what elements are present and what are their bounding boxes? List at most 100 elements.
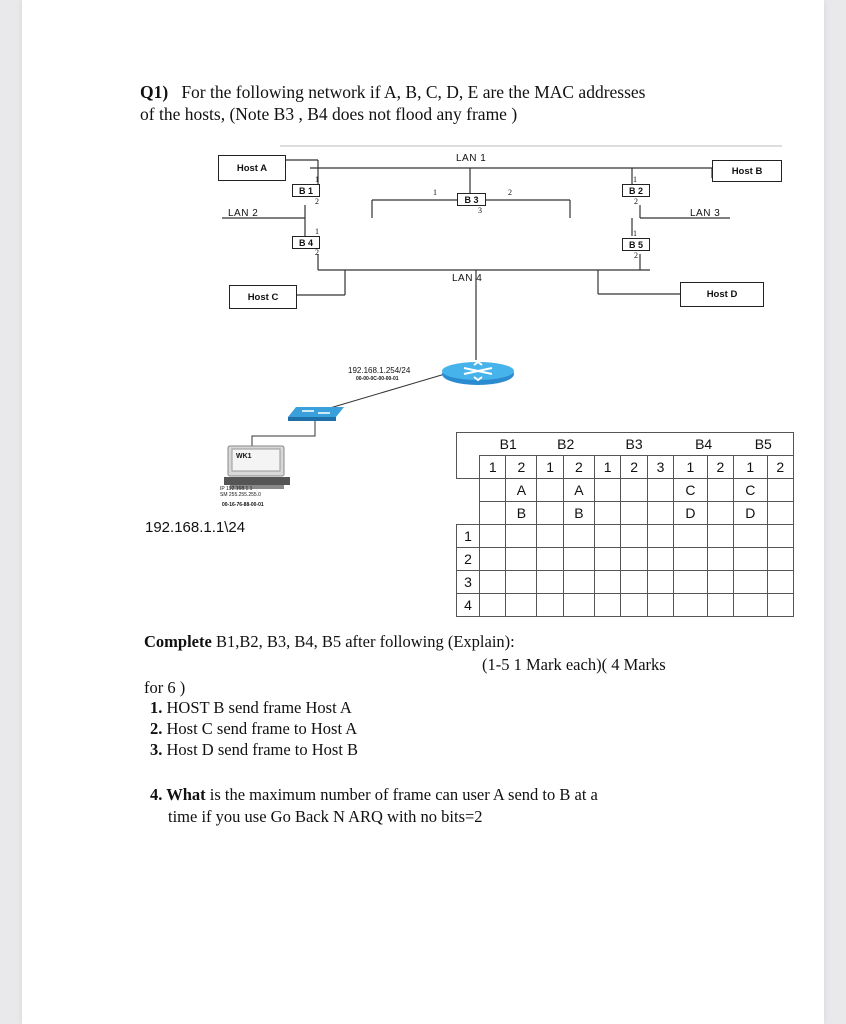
table-cell [536,593,564,617]
b2-port-1: 1 [633,175,637,184]
bridge-b4-label: B 4 [298,237,313,248]
table-cell: 1 [733,455,768,479]
table-cell [478,524,507,548]
table-cell [620,478,648,502]
table-cell [766,593,794,617]
table-cell [766,547,794,571]
table-cell [673,524,708,548]
table-cell [646,547,675,571]
marks-note: (1-5 1 Mark each)( 4 Marks [482,655,666,674]
table-cell: 2 [505,455,538,479]
table-cell [562,547,595,571]
question-4-line-2: time if you use Go Back N ARQ with no bi… [168,807,483,826]
bridge-b5-label: B 5 [628,239,643,250]
table-cell: B [562,501,595,525]
table-cell [562,524,595,548]
table-row-step-3: 3 [456,570,794,594]
table-cell [620,570,648,594]
table-cell [593,547,622,571]
lan-2-label: LAN 2 [228,208,259,219]
table-cell [478,478,507,502]
table-cell [505,524,538,548]
table-cell [733,570,768,594]
bridge-b2-label: B 2 [628,185,643,196]
table-cell [733,593,768,617]
table-cell [478,593,507,617]
instruction-item-2: 2. Host C send frame to Host A [150,718,357,739]
bridge-b2: B 2 [622,184,650,197]
host-b-box: Host B [712,160,782,182]
instruction-item-3: 3. Host D send frame to Host B [150,739,358,760]
table-cell [646,478,675,502]
table-cell [620,501,648,525]
table-cell: 1 [593,455,622,479]
table-cell: 1 [673,455,708,479]
host-d-label: Host D [706,289,738,300]
item-3-number: 3. [150,740,163,759]
question-number: Q1) [140,82,169,102]
step-label: 1 [456,524,480,548]
table-header-b5: B5 [733,432,794,456]
table-cell [456,478,480,502]
table-cell [620,524,648,548]
question-header: Q1) For the following network if A, B, C… [140,82,646,103]
table-cell [562,593,595,617]
table-cell [593,524,622,548]
table-header-b2: B2 [536,432,595,456]
table-cell: 2 [620,455,648,479]
host-d-box: Host D [680,282,764,307]
instruction-item-1: 1. HOST B send frame Host A [150,697,352,718]
forwarding-table: B1 B2 B3 B4 B5 1 2 1 2 1 2 3 1 2 1 2 A A… [456,432,794,617]
item-1-number: 1. [150,698,163,717]
table-cell [766,570,794,594]
complete-instruction: Complete B1,B2, B3, B4, B5 after followi… [144,631,515,652]
b4-port-1: 1 [315,227,319,236]
table-cell [505,547,538,571]
workstation-mask: SM 255.255.255.0 [220,492,261,498]
table-row-a: A A C C [456,478,794,502]
table-cell [505,593,538,617]
table-cell: 1 [478,455,507,479]
item-1-text: HOST B send frame Host A [162,698,352,717]
b5-port-2: 2 [634,251,638,260]
table-cell [706,524,735,548]
table-cell [478,501,507,525]
table-cell: C [673,478,708,502]
router-mac: 00-00-0C-00-00-01 [356,376,399,382]
table-cell [706,501,735,525]
table-cell [505,570,538,594]
item-2-number: 2. [150,719,163,738]
table-cell: D [673,501,708,525]
host-a-box: Host A [218,155,286,181]
router-ip: 192.168.1.254/24 [348,366,411,375]
question-line-1: For the following network if A, B, C, D,… [181,82,646,102]
lan-4-label: LAN 4 [452,273,483,284]
table-cell [706,593,735,617]
table-cell [646,524,675,548]
lan-3-label: LAN 3 [690,208,721,219]
marks-note-continued: for 6 ) [144,678,186,697]
q4-number: 4. [150,785,163,804]
host-c-box: Host C [229,285,297,309]
table-cell [536,501,564,525]
question-4: 4. What is the maximum number of frame c… [150,784,598,805]
table-cell [593,501,622,525]
table-cell [733,547,768,571]
table-header-bridges: B1 B2 B3 B4 B5 [456,432,794,456]
b3-port-3: 3 [478,206,482,215]
table-header-b3: B3 [594,432,674,456]
table-row-step-1: 1 [456,524,794,548]
table-cell: D [733,501,768,525]
host-a-label: Host A [236,162,268,174]
table-row-step-2: 2 [456,547,794,571]
table-cell [620,593,648,617]
table-cell: B [505,501,538,525]
table-cell [536,524,564,548]
bridge-b1: B 1 [292,184,320,197]
lan-1-label: LAN 1 [456,153,487,164]
b4-port-2: 2 [315,248,319,257]
table-cell: 1 [536,455,564,479]
workstation-name: WK1 [236,453,252,460]
workstation-ip: IP 192.168.1.1 [220,486,253,492]
table-cell [673,547,708,571]
